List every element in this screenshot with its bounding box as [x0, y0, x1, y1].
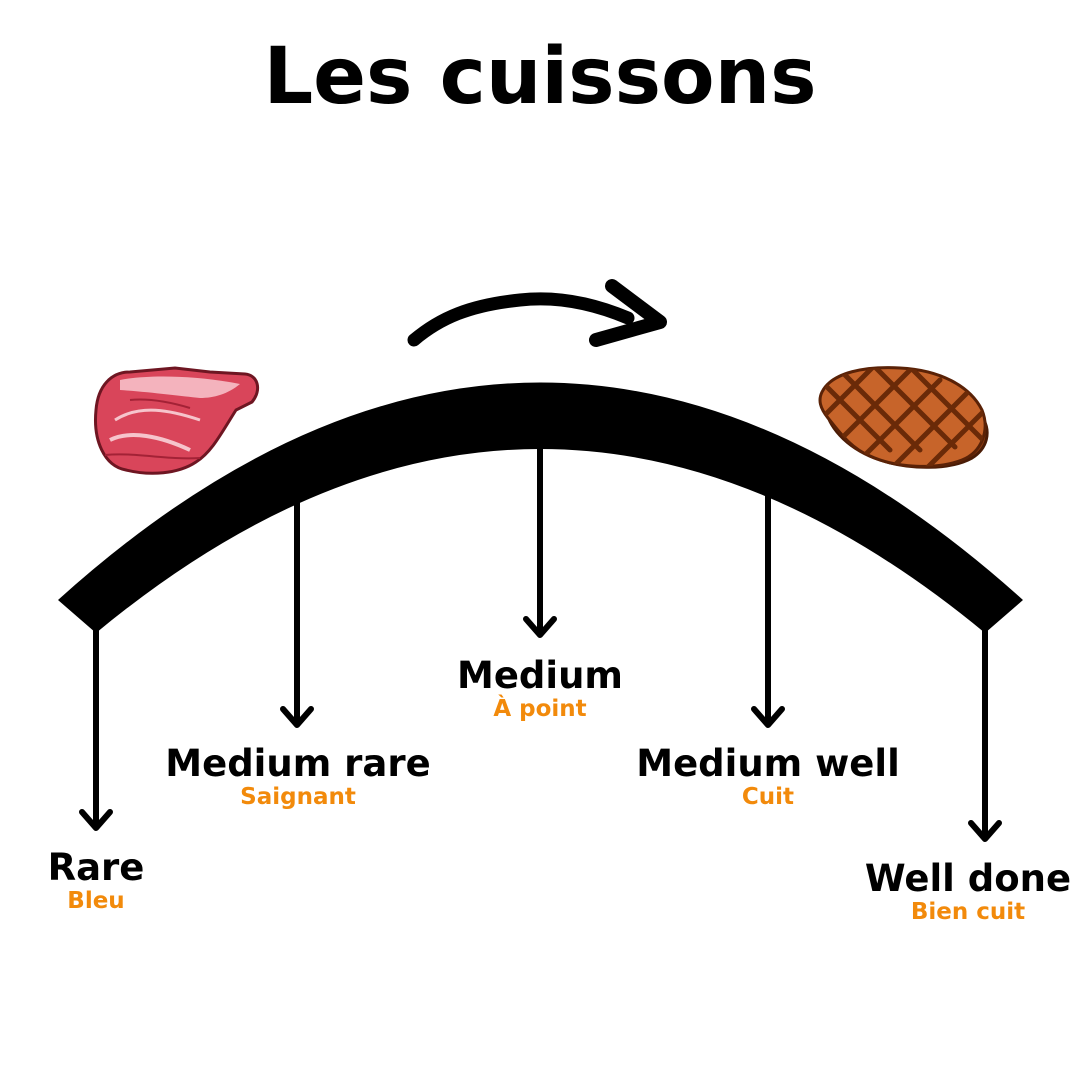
- stage-medium: Medium À point: [380, 654, 700, 723]
- stage-rare: Rare Bleu: [0, 846, 256, 915]
- stage-arrow-medium: [523, 432, 557, 638]
- stage-name: Medium well: [636, 742, 900, 785]
- stage-arrow-rare: [79, 625, 113, 831]
- stage-arrow-well-done: [968, 625, 1002, 842]
- stage-name: Well done: [864, 857, 1072, 900]
- doneness-arch: [58, 382, 1023, 633]
- stage-french: Bien cuit: [910, 898, 1026, 925]
- stage-french: À point: [493, 695, 587, 722]
- stage-arrow-medium-well: [751, 485, 785, 728]
- stage-name: Medium: [457, 654, 623, 697]
- stage-name: Medium rare: [165, 742, 431, 785]
- stage-medium-well: Medium well Cuit: [608, 742, 928, 811]
- stage-french: Bleu: [67, 887, 125, 914]
- stage-name: Rare: [47, 846, 145, 889]
- curved-arrow-icon: [407, 279, 667, 347]
- page-title: Les cuissons: [263, 32, 817, 122]
- raw-steak-icon: [94, 366, 260, 475]
- stage-arrow-medium-rare: [280, 490, 314, 728]
- grilled-steak-icon: [818, 366, 989, 469]
- stage-well-done: Well done Bien cuit: [808, 857, 1080, 926]
- stage-french: Saignant: [240, 783, 356, 810]
- stage-medium-rare: Medium rare Saignant: [138, 742, 458, 811]
- stage-french: Cuit: [741, 783, 795, 810]
